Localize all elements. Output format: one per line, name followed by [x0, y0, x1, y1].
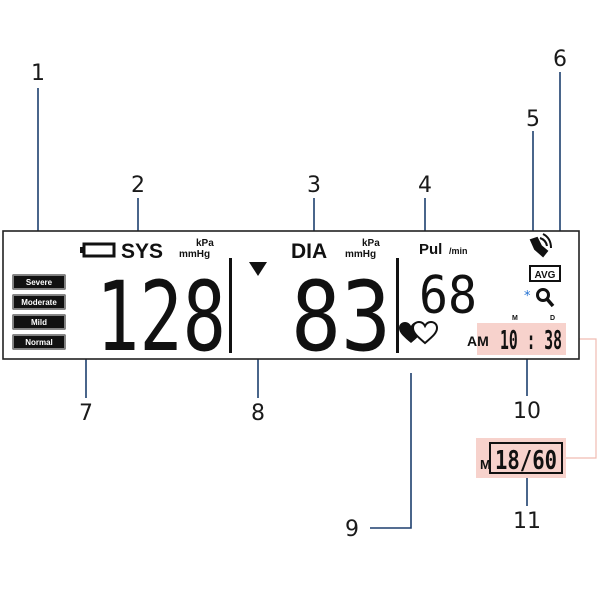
level-mild-box: [11, 313, 67, 331]
level-normal-border: [13, 335, 65, 349]
pulse-value: 68: [419, 266, 477, 326]
level-moderate-label: Moderate: [21, 298, 57, 307]
voice-icon: [529, 233, 552, 258]
callout-4: 4: [418, 173, 432, 198]
time-highlight: [477, 323, 566, 355]
callout-6: 6: [553, 47, 567, 72]
pulse-unit: /min: [449, 246, 468, 256]
avg-badge: AVG: [535, 270, 556, 281]
callout-3: 3: [307, 173, 321, 198]
time-ampm: AM: [467, 333, 489, 349]
date-prefix: M: [480, 457, 491, 472]
level-severe-label: Severe: [26, 278, 53, 287]
level-normal-box: [11, 333, 67, 351]
sys-unit-kpa: kPa: [196, 238, 214, 249]
time-date-connector: [566, 338, 597, 459]
sys-value: 128: [96, 261, 226, 373]
callout-9: 9: [345, 517, 359, 542]
callout-8: 8: [251, 401, 265, 426]
pulse-label: Pul: [419, 241, 442, 258]
level-mild-label: Mild: [31, 318, 47, 327]
level-severe-border: [13, 275, 65, 289]
dia-divider: [396, 258, 399, 353]
level-severe-box: [11, 273, 67, 291]
date-frame: [489, 442, 563, 474]
avg-badge-box: [529, 265, 561, 282]
callout-7: 7: [79, 401, 93, 426]
time-value: 10 : 38: [500, 326, 562, 356]
level-mild-border: [13, 315, 65, 329]
heart-icon: [399, 320, 439, 345]
level-moderate-box: [11, 293, 67, 311]
dia-unit-kpa: kPa: [362, 238, 380, 249]
battery-icon: [80, 242, 116, 258]
level-moderate-border: [13, 295, 65, 309]
date-value: 18/60: [495, 446, 557, 476]
sys-label: SYS: [121, 240, 163, 263]
bp-level-indicator: Severe Moderate Mild Normal: [11, 273, 67, 351]
day-marker: D: [550, 315, 555, 322]
callout-10: 10: [513, 399, 541, 424]
leader-9: [370, 373, 412, 529]
callout-11: 11: [513, 509, 541, 534]
callout-5: 5: [526, 107, 540, 132]
dia-label: DIA: [291, 240, 327, 263]
sys-divider: [229, 258, 232, 353]
callout-numbers: 1 2 3 4 5 6 7 8 9 10 11: [31, 47, 567, 542]
sys-unit-mmhg: mmHg: [179, 249, 210, 260]
callout-1: 1: [31, 61, 45, 86]
callout-2: 2: [131, 173, 145, 198]
month-marker: M: [512, 315, 518, 322]
asterisk-icon: *: [524, 289, 531, 304]
memory-arrow-icon: [249, 262, 267, 276]
level-normal-label: Normal: [25, 338, 53, 347]
dia-unit-mmhg: mmHg: [345, 249, 376, 260]
search-icon: [536, 288, 555, 308]
dia-value: 83: [291, 261, 391, 373]
